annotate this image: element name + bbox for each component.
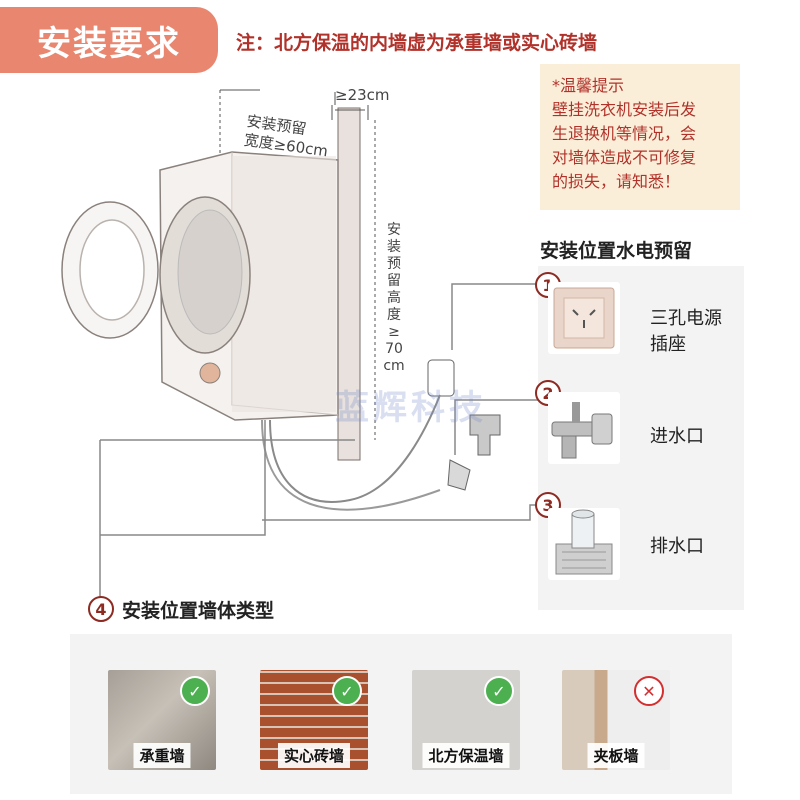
wall-card-plywood: ✕ 夹板墙 bbox=[562, 670, 670, 770]
installation-diagram bbox=[61, 89, 540, 600]
title-badge: 安装要求 bbox=[0, 7, 218, 73]
check-icon: ✓ bbox=[484, 676, 514, 706]
socket-label-line: 插座 bbox=[650, 334, 686, 355]
socket-label: 三孔电源 插座 bbox=[650, 306, 722, 358]
wall-label: 承重墙 bbox=[133, 743, 191, 768]
depth-label: ≥23cm bbox=[335, 86, 390, 104]
wall-label: 北方保温墙 bbox=[422, 743, 510, 768]
watermark: 蓝辉科技 bbox=[335, 388, 487, 428]
utilities-title: 安装位置水电预留 bbox=[540, 240, 693, 262]
height-label-char: 预 bbox=[387, 256, 401, 272]
height-label-char: 度 bbox=[387, 307, 401, 323]
height-label-char: 70 bbox=[385, 341, 403, 357]
wall-card-north-insulated: ✓ 北方保温墙 bbox=[412, 670, 520, 770]
tip-line: 对墙体造成不可修复 bbox=[552, 148, 697, 167]
wall-card-load-bearing: ✓ 承重墙 bbox=[108, 670, 216, 770]
drain-icon bbox=[548, 508, 620, 580]
wall-card-solid-brick: ✓ 实心砖墙 bbox=[260, 670, 368, 770]
height-label: 安 装 预 留 高 度 ≥ 70 cm bbox=[382, 222, 406, 375]
step-number: 4 bbox=[88, 596, 114, 622]
cross-icon: ✕ bbox=[634, 676, 664, 706]
wall-label: 夹板墙 bbox=[587, 743, 645, 768]
check-icon: ✓ bbox=[180, 676, 210, 706]
socket-icon bbox=[548, 282, 620, 354]
control-knob bbox=[199, 362, 221, 384]
wall-socket bbox=[427, 359, 455, 397]
wall-types-title: 安装位置墙体类型 bbox=[122, 600, 275, 622]
tip-line: *温馨提示 bbox=[552, 76, 625, 95]
height-label-char: 高 bbox=[387, 290, 401, 306]
height-label-char: 留 bbox=[387, 273, 401, 289]
height-label-char: ≥ bbox=[388, 324, 400, 340]
socket-label-line: 三孔电源 bbox=[650, 308, 722, 329]
height-label-char: 装 bbox=[387, 239, 401, 255]
inlet-label: 进水口 bbox=[650, 426, 704, 447]
installation-note: 注：北方保温的内墙虚为承重墙或实心砖墙 bbox=[236, 32, 598, 54]
tip-line: 的损失，请知悉！ bbox=[552, 172, 681, 191]
height-label-char: 安 bbox=[387, 222, 401, 238]
faucet-icon bbox=[548, 392, 620, 464]
tip-line: 生退换机等情况，会 bbox=[552, 124, 697, 143]
check-icon: ✓ bbox=[332, 676, 362, 706]
height-label-char: cm bbox=[383, 358, 405, 374]
faucet bbox=[469, 414, 501, 456]
tip-line: 壁挂洗衣机安装后发 bbox=[552, 100, 697, 119]
wall-label: 实心砖墙 bbox=[277, 743, 351, 768]
drain-label: 排水口 bbox=[650, 536, 704, 557]
tip-box: *温馨提示 壁挂洗衣机安装后发 生退换机等情况，会 对墙体造成不可修复 的损失，… bbox=[540, 64, 740, 210]
